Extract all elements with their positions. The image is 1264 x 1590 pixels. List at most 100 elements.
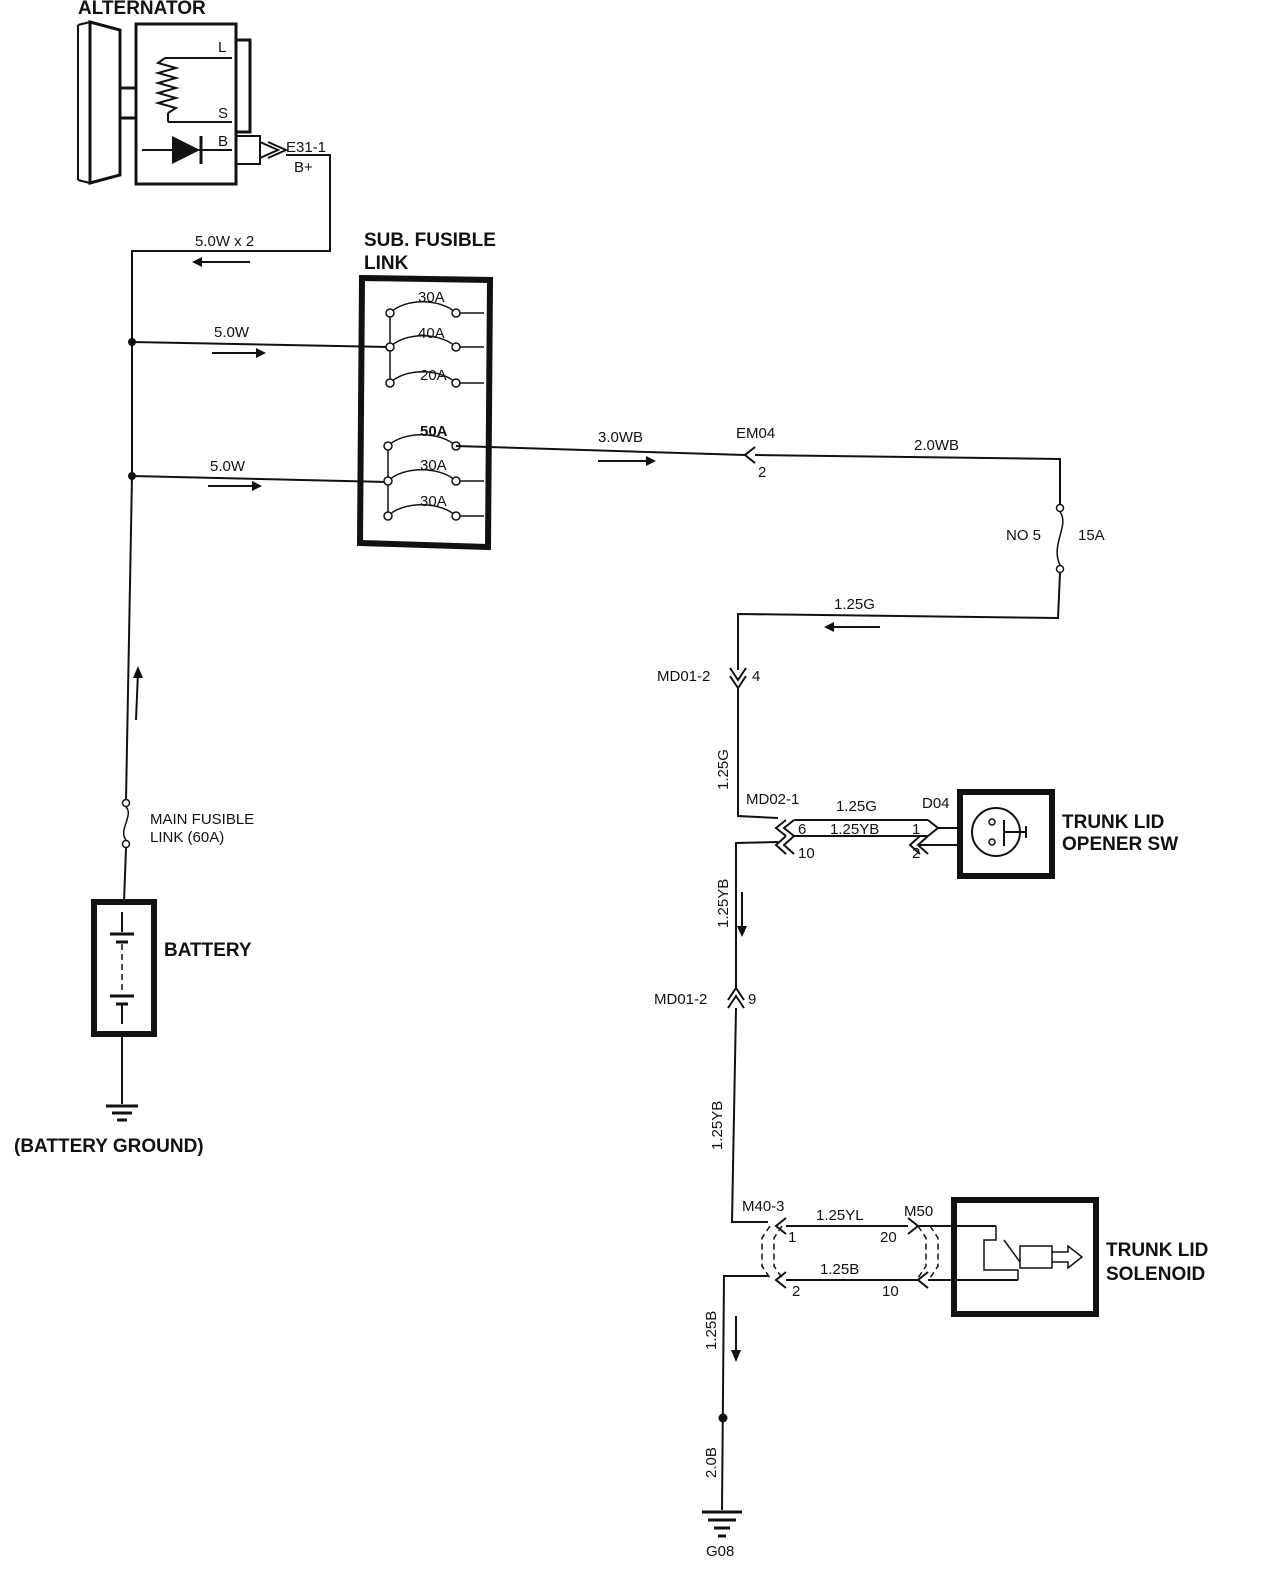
- connector-md01-b-label: MD01-2: [654, 991, 707, 1008]
- connector-m50-shield: [917, 1225, 927, 1279]
- solenoid-label-2: SOLENOID: [1106, 1264, 1205, 1285]
- connector-e31-icon: [259, 141, 281, 159]
- wire-alternator-output: [131, 154, 331, 342]
- flow-arrow-up-icon: [135, 671, 139, 721]
- wire-feed-1: [131, 341, 391, 348]
- wire-label-feed1: 5.0W: [214, 324, 250, 341]
- wire-label-md01-md02: 1.25G: [715, 749, 732, 790]
- fuse-icon: [1056, 511, 1064, 566]
- ground-g08: G08: [702, 1510, 742, 1560]
- fuse-label: 30A: [420, 493, 447, 510]
- main-fusible-link: MAIN FUSIBLE LINK (60A): [121, 798, 254, 849]
- solenoid-arrow-icon: [1052, 1244, 1084, 1270]
- sub-fusible-link-label-2: LINK: [364, 253, 409, 274]
- alternator: ALTERNATOR L S B E31-1 B+: [77, 0, 326, 186]
- wire-label-m40-down: 1.25B: [703, 1311, 720, 1350]
- fuse-no5-rating: 15A: [1078, 527, 1105, 544]
- wire-label-fl-em04: 3.0WB: [598, 429, 643, 446]
- wire-fl-to-em04: [455, 445, 746, 456]
- fuse-label: 20A: [420, 367, 447, 384]
- connector-m50-pin-20: 20: [880, 1229, 897, 1246]
- battery-box: [91, 899, 157, 1037]
- connector-d04-pin-1: 1: [912, 821, 920, 838]
- wire-feed-2: [131, 475, 389, 483]
- connector-e31-label: E31-1: [286, 139, 326, 156]
- connector-md02-label: MD02-1: [746, 791, 799, 808]
- wire-fusible-to-battery: [123, 847, 127, 903]
- wire-label-alt-output: 5.0W x 2: [195, 233, 254, 250]
- connector-m40-label: M40-3: [742, 1198, 785, 1215]
- connector-m40-icon: [774, 1217, 787, 1235]
- wire-label-em04-fuse: 2.0WB: [914, 437, 959, 454]
- fuse-label: 30A: [418, 289, 445, 306]
- sub-fusible-link: SUB. FUSIBLE LINK 30A 40A 20A 50A: [356, 230, 496, 551]
- connector-md02-icon: [774, 819, 787, 837]
- opener-sw-label-2: OPENER SW: [1062, 834, 1178, 855]
- sub-fusible-link-box: [356, 274, 494, 551]
- wire-label-md02-md01: 1.25YB: [715, 879, 732, 928]
- ground-g08-label: G08: [706, 1543, 734, 1560]
- connector-m40-pin-2: 2: [792, 1283, 800, 1300]
- connector-md02-pin-10: 10: [798, 845, 815, 862]
- wire-label-feed2: 5.0W: [210, 458, 246, 475]
- connector-m50-label: M50: [904, 1203, 933, 1220]
- fuse-no5: NO 5 15A: [1006, 503, 1105, 574]
- main-fusible-link-label-1: MAIN FUSIBLE: [150, 811, 254, 828]
- trunk-lid-solenoid: TRUNK LID SOLENOID: [951, 1197, 1208, 1317]
- wire-md01-to-md02: [737, 688, 779, 819]
- field-coil: [154, 57, 180, 114]
- battery-label: BATTERY: [164, 940, 252, 961]
- wire-md02-to-md01: [735, 841, 779, 988]
- wire-md01-to-m40: [730, 1007, 768, 1223]
- opener-sw-box: [957, 789, 1055, 879]
- wire-battery-bus: [125, 342, 133, 801]
- terminal-l: L: [218, 39, 226, 56]
- fuse-no5-label: NO 5: [1006, 527, 1041, 544]
- wire-label-md02-d04-bottom: 1.25YB: [830, 821, 879, 838]
- connector-m40-pin-1: 1: [788, 1229, 796, 1246]
- wire-label-to-ground: 2.0B: [703, 1447, 720, 1478]
- wire-label-fuse-md01: 1.25G: [834, 596, 875, 613]
- fuse-label: 30A: [420, 457, 447, 474]
- sub-fusible-link-label-1: SUB. FUSIBLE: [364, 230, 496, 251]
- connector-m40-shield: [761, 1225, 771, 1279]
- alternator-label: ALTERNATOR: [78, 0, 206, 19]
- fuse-label: 50A: [420, 423, 448, 440]
- connector-d04-pin-2: 2: [912, 845, 920, 862]
- connector-d04-label: D04: [922, 795, 950, 812]
- wire-label-m40-m50-bottom: 1.25B: [820, 1261, 859, 1278]
- connector-d04-icon: [927, 819, 940, 837]
- diode-icon: [172, 136, 200, 164]
- wire-fuse-to-md01: [737, 572, 1061, 670]
- solenoid-box: [951, 1197, 1099, 1317]
- terminal-s: S: [218, 105, 228, 122]
- wire-m40-to-ground: [721, 1275, 768, 1511]
- connector-md01-b-icon: [727, 986, 745, 1001]
- terminal-b: B: [218, 133, 228, 150]
- connector-em04-icon: [743, 446, 756, 464]
- connector-md01-a-label: MD01-2: [657, 668, 710, 685]
- fusible-link-icon: [123, 806, 129, 841]
- connector-em04-label: EM04: [736, 425, 775, 442]
- connector-md01-a-pin: 4: [752, 668, 760, 685]
- connector-e31-pin: B+: [294, 159, 313, 176]
- wire-em04-to-fuse: [754, 454, 1061, 505]
- solenoid-icon: [1003, 1239, 1021, 1263]
- wire-label-m40-m50-top: 1.25YL: [816, 1207, 864, 1224]
- battery: BATTERY: [91, 899, 252, 1037]
- battery-ground: (BATTERY GROUND): [14, 1104, 204, 1157]
- connector-md01-a-icon: [729, 667, 747, 682]
- alternator-pulley: [88, 20, 122, 185]
- connector-m50-pin-10: 10: [882, 1283, 899, 1300]
- connector-md01-b-pin: 9: [748, 991, 756, 1008]
- wire-label-md02-d04-top: 1.25G: [836, 798, 877, 815]
- opener-sw-label-1: TRUNK LID: [1062, 812, 1164, 833]
- battery-ground-label: (BATTERY GROUND): [14, 1136, 204, 1157]
- solenoid-label-1: TRUNK LID: [1106, 1240, 1208, 1261]
- junction-dot: [718, 1413, 728, 1423]
- wire-label-md01-m40: 1.25YB: [709, 1101, 726, 1150]
- connector-md02-pin-6: 6: [798, 821, 806, 838]
- trunk-lid-opener-sw: TRUNK LID OPENER SW: [957, 789, 1178, 879]
- connector-m50-icon: [907, 1217, 920, 1235]
